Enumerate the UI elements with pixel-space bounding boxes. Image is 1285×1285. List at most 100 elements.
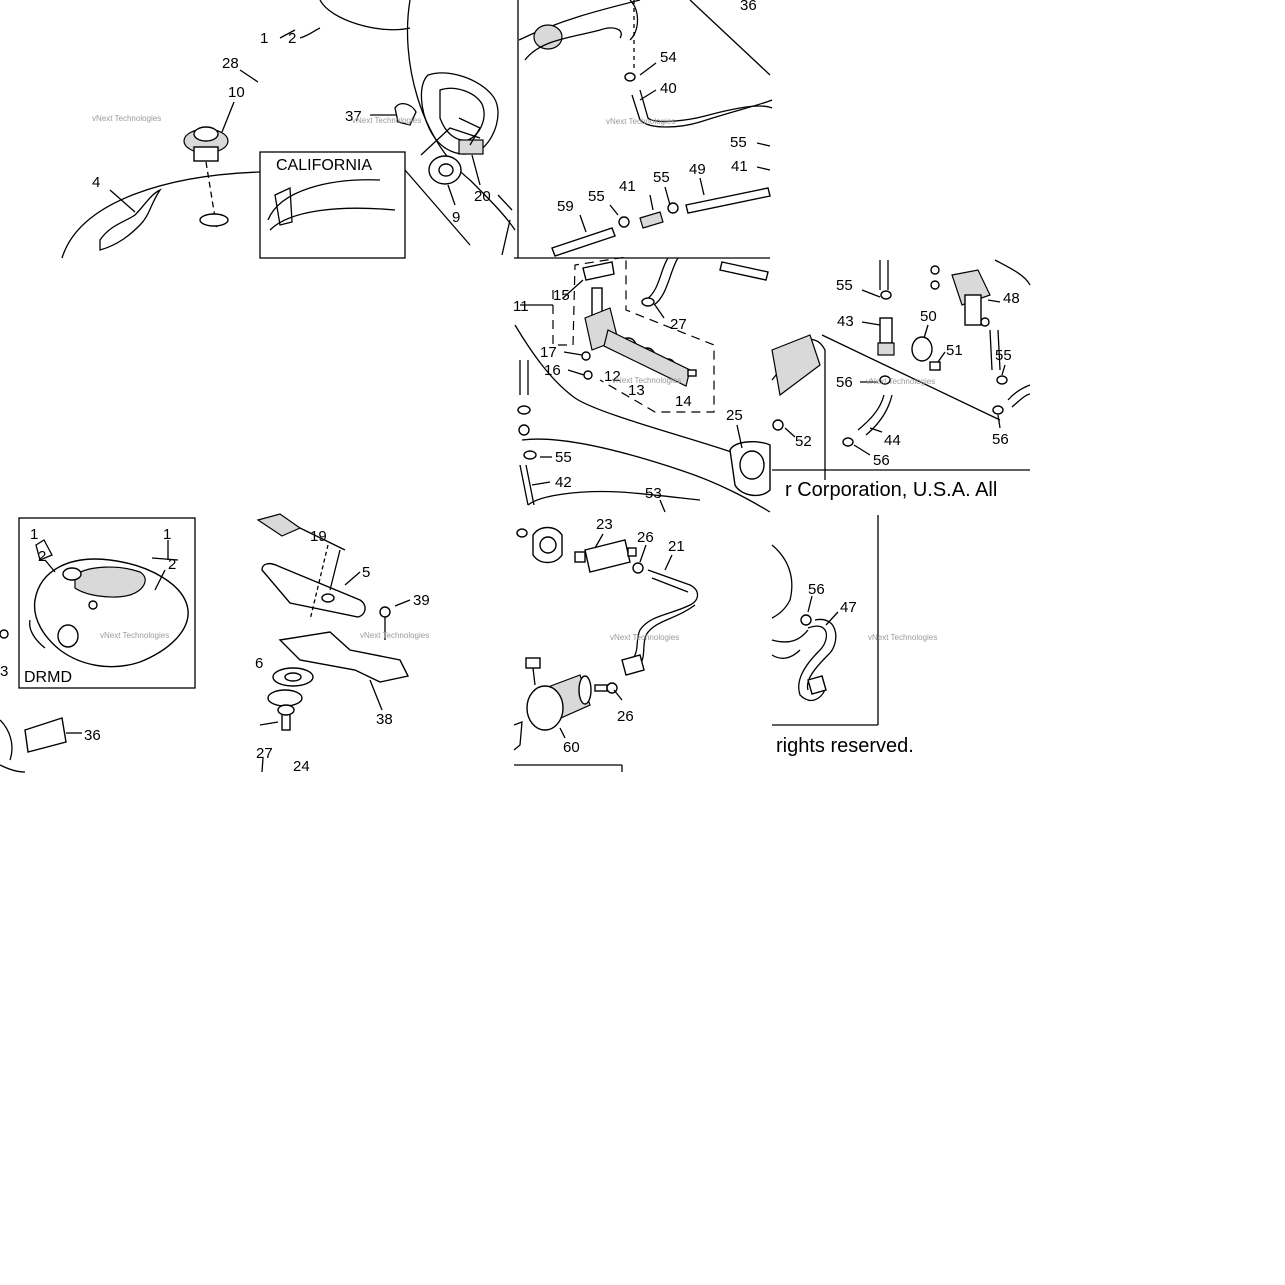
copyright-text-part-1: r Corporation, U.S.A. All [785,479,997,501]
callout-25: 25 [726,407,743,424]
callout-41-b: 41 [619,178,636,195]
fuel-cap-part [183,126,229,231]
callout-27: 27 [670,316,687,333]
callout-43: 43 [837,313,854,330]
tile-bottom-mid-left: 19 5 39 6 38 27 24 vNext Technologies [255,513,430,775]
watermark: vNext Technologies [612,376,681,385]
callout-4: 4 [92,174,100,191]
callout-15: 15 [553,287,570,304]
callout-9: 9 [452,209,460,226]
callout-14: 14 [675,393,692,410]
tile-bottom-center: 23 26 21 26 60 vNext Technologies [513,516,699,772]
callout-40: 40 [660,80,677,97]
solenoid-valve-48 [930,265,991,327]
callout-59: 59 [557,198,574,215]
callout-1-drmd-b: 1 [163,526,171,543]
callout-60: 60 [563,739,580,756]
callout-11: 11 [513,298,529,315]
callout-49: 49 [689,161,706,178]
callout-56-a: 56 [836,374,853,391]
callout-12: 12 [604,368,621,385]
callout-16: 16 [544,362,561,379]
callout-5: 5 [362,564,370,581]
hose-59 [551,227,616,257]
callout-41-a: 41 [731,158,748,175]
callout-17: 17 [540,344,557,361]
tank-emblem-bird [99,188,162,251]
callout-10: 10 [228,84,245,101]
bracket-5 [261,562,366,618]
watermark: vNext Technologies [100,631,169,640]
callout-26-b: 26 [617,708,634,725]
washer [267,689,303,707]
callout-55-d: 55 [555,449,572,466]
callout-19: 19 [310,528,327,545]
callout-53: 53 [645,485,662,502]
callout-56-c: 56 [873,452,890,469]
watermark: vNext Technologies [868,633,937,642]
callout-55-e: 55 [836,277,853,294]
callout-55-c: 55 [588,188,605,205]
fuel-filter-23 [584,539,631,573]
pad-36 [24,717,67,753]
california-inset-box [259,151,406,259]
callout-52: 52 [795,433,812,450]
tank-badge [533,24,563,50]
petcock-assembly-outline [552,256,715,413]
copyright-text-part-2: rights reserved. [776,735,914,757]
callout-36-bottom: 36 [84,727,101,744]
watermark: vNext Technologies [610,633,679,642]
callout-13: 13 [628,382,645,399]
callout-2: 2 [288,30,296,47]
fuel-petcock [581,261,697,387]
canister-part [771,334,821,397]
hose-49 [685,187,771,214]
callout-48: 48 [1003,290,1020,307]
tile-bottom-left: 1 2 1 2 3 36 DRMD vNext Technologies [0,517,196,773]
drmd-inset-box [18,517,196,689]
callout-1-drmd-a: 1 [30,526,38,543]
valve-50 [911,336,933,362]
callout-55-f: 55 [995,347,1012,364]
callout-20: 20 [474,188,491,205]
drmd-label: DRMD [24,669,72,686]
callout-26-a: 26 [637,529,654,546]
tile-center: 11 15 27 17 16 12 13 14 25 55 42 53 vNex… [513,256,771,513]
tile-top-middle: 54 40 55 41 55 49 59 55 41 vNext Technol… [518,0,773,257]
california-label: CALIFORNIA [276,157,372,174]
callout-47: 47 [840,599,857,616]
callout-1: 1 [260,30,268,47]
callout-56-d: 56 [808,581,825,598]
callout-38: 38 [376,711,393,728]
callout-23: 23 [596,516,613,533]
tank-outline-top [518,0,641,41]
tile-bottom-right: 56 47 rights reserved. vNext Technologie… [771,515,937,757]
callout-50: 50 [920,308,937,325]
callout-3: 3 [0,663,8,680]
hose-clip-54 [624,72,636,82]
callout-54: 54 [660,49,677,66]
callout-51: 51 [946,342,963,359]
callout-36-top: 36 [740,0,757,14]
hose-clip-56 [800,614,812,626]
tile-right: 55 48 43 50 51 55 56 52 44 56 56 r Corpo… [771,259,1031,501]
block-part [458,139,484,155]
callout-24: 24 [293,758,310,775]
fuel-tank-outline [61,0,411,259]
watermark: vNext Technologies [866,377,935,386]
callout-2-drmd-a: 2 [38,548,46,565]
watermark: vNext Technologies [92,114,161,123]
callout-21: 21 [668,538,685,555]
callout-39: 39 [413,592,430,609]
watermark: vNext Technologies [606,117,675,126]
callout-55-b: 55 [653,169,670,186]
callout-44: 44 [884,432,901,449]
bracket-38 [278,631,410,683]
callout-2-drmd-b: 2 [168,556,176,573]
watermark: vNext Technologies [360,631,429,640]
callout-37: 37 [345,108,362,125]
cover-19 [256,513,302,537]
watermark: vNext Technologies [352,116,421,125]
callout-28: 28 [222,55,239,72]
